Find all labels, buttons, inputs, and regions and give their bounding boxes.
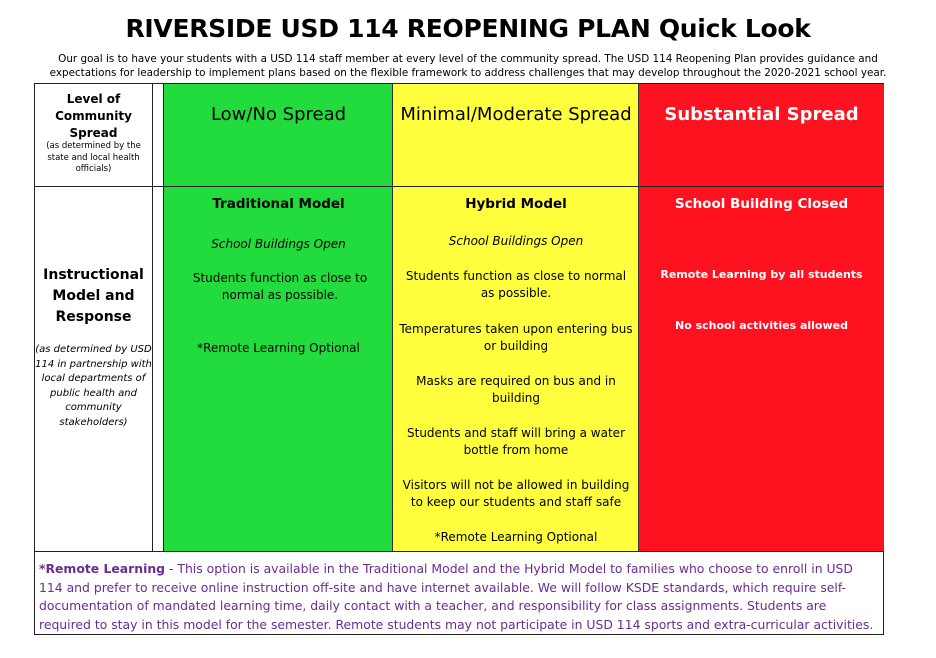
moderate-item: Temperatures taken upon entering bus or …	[399, 322, 633, 353]
page-title: RIVERSIDE USD 114 REOPENING PLAN Quick L…	[125, 14, 811, 43]
column-divider	[152, 84, 164, 551]
instructional-label: Instructional Model and Response	[43, 267, 144, 325]
low-item: *Remote Learning Optional	[197, 341, 360, 355]
footnote-lead: *Remote Learning	[39, 561, 166, 576]
level-sublabel: (as determined by the state and local he…	[46, 141, 141, 174]
substantial-spread-column	[639, 84, 884, 551]
footnote-divider	[35, 551, 883, 552]
footnote-text: - This option is available in the Tradit…	[39, 561, 874, 632]
moderate-spread-column	[393, 84, 639, 551]
low-item: Students function as close to normal as …	[192, 271, 368, 302]
remote-learning-footnote: *Remote Learning - This option is availa…	[39, 560, 879, 634]
header-low-spread: Low/No Spread	[210, 104, 347, 125]
low-spread-column	[164, 84, 393, 551]
plan-table: Level of Community Spread (as determined…	[34, 83, 884, 635]
low-model-title: Traditional Model	[212, 196, 345, 212]
moderate-model-title: Hybrid Model	[465, 196, 567, 212]
instructional-sublabel: (as determined by USD 114 in partnership…	[35, 344, 152, 428]
level-label: Level of Community Spread	[55, 92, 132, 140]
label-column	[35, 84, 152, 551]
intro-text: Our goal is to have your students with a…	[49, 53, 887, 79]
moderate-item: Masks are required on bus and in buildin…	[416, 374, 616, 405]
row-divider	[35, 186, 883, 187]
moderate-status: School Buildings Open	[448, 234, 584, 248]
substantial-item: Remote Learning by all students	[660, 268, 863, 281]
moderate-item: Students and staff will bring a water bo…	[407, 426, 625, 457]
substantial-item: No school activities allowed	[674, 319, 848, 332]
moderate-item: Visitors will not be allowed in building…	[402, 478, 630, 509]
header-moderate-spread: Minimal/Moderate Spread	[400, 104, 632, 125]
header-substantial-spread: Substantial Spread	[664, 104, 859, 125]
substantial-model-title: School Building Closed	[674, 196, 849, 212]
moderate-item: Students function as close to normal as …	[405, 269, 627, 300]
low-status: School Buildings Open	[211, 237, 346, 251]
moderate-item: *Remote Learning Optional	[434, 530, 598, 544]
